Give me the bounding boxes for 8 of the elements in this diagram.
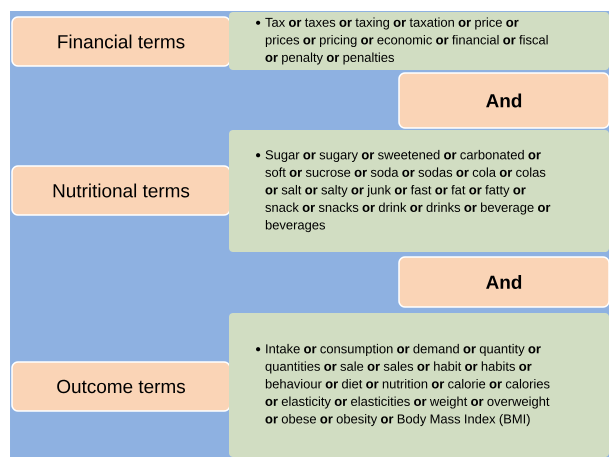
- term-list-box: Tax or taxes or taxing or taxation or price or prices or pricing or economic or financial or fiscal or penalty or penalties: [229, 12, 609, 70]
- operator-box: And: [398, 72, 609, 129]
- operator-box: And: [398, 256, 609, 308]
- term-box: Outcome terms: [11, 361, 231, 412]
- term-box: Financial terms: [11, 16, 231, 67]
- term-list-box: Intake or consumption or demand or quantity or quantities or sale or sales or habit or habits or behaviour or diet or nutrition or calorie or calories or elasticity or elasticities or weight or overweight or obese or obesity or Body Mass Index (BMI): [229, 312, 609, 457]
- term-box: Nutritional terms: [11, 165, 231, 216]
- term-list-box: Sugar or sugary or sweetened or carbonated or soft or sucrose or soda or sodas or cola or colas or salt or salty or junk or fast or fat or fatty or snack or snacks or drink or drinks or beverage or beverages: [229, 130, 609, 252]
